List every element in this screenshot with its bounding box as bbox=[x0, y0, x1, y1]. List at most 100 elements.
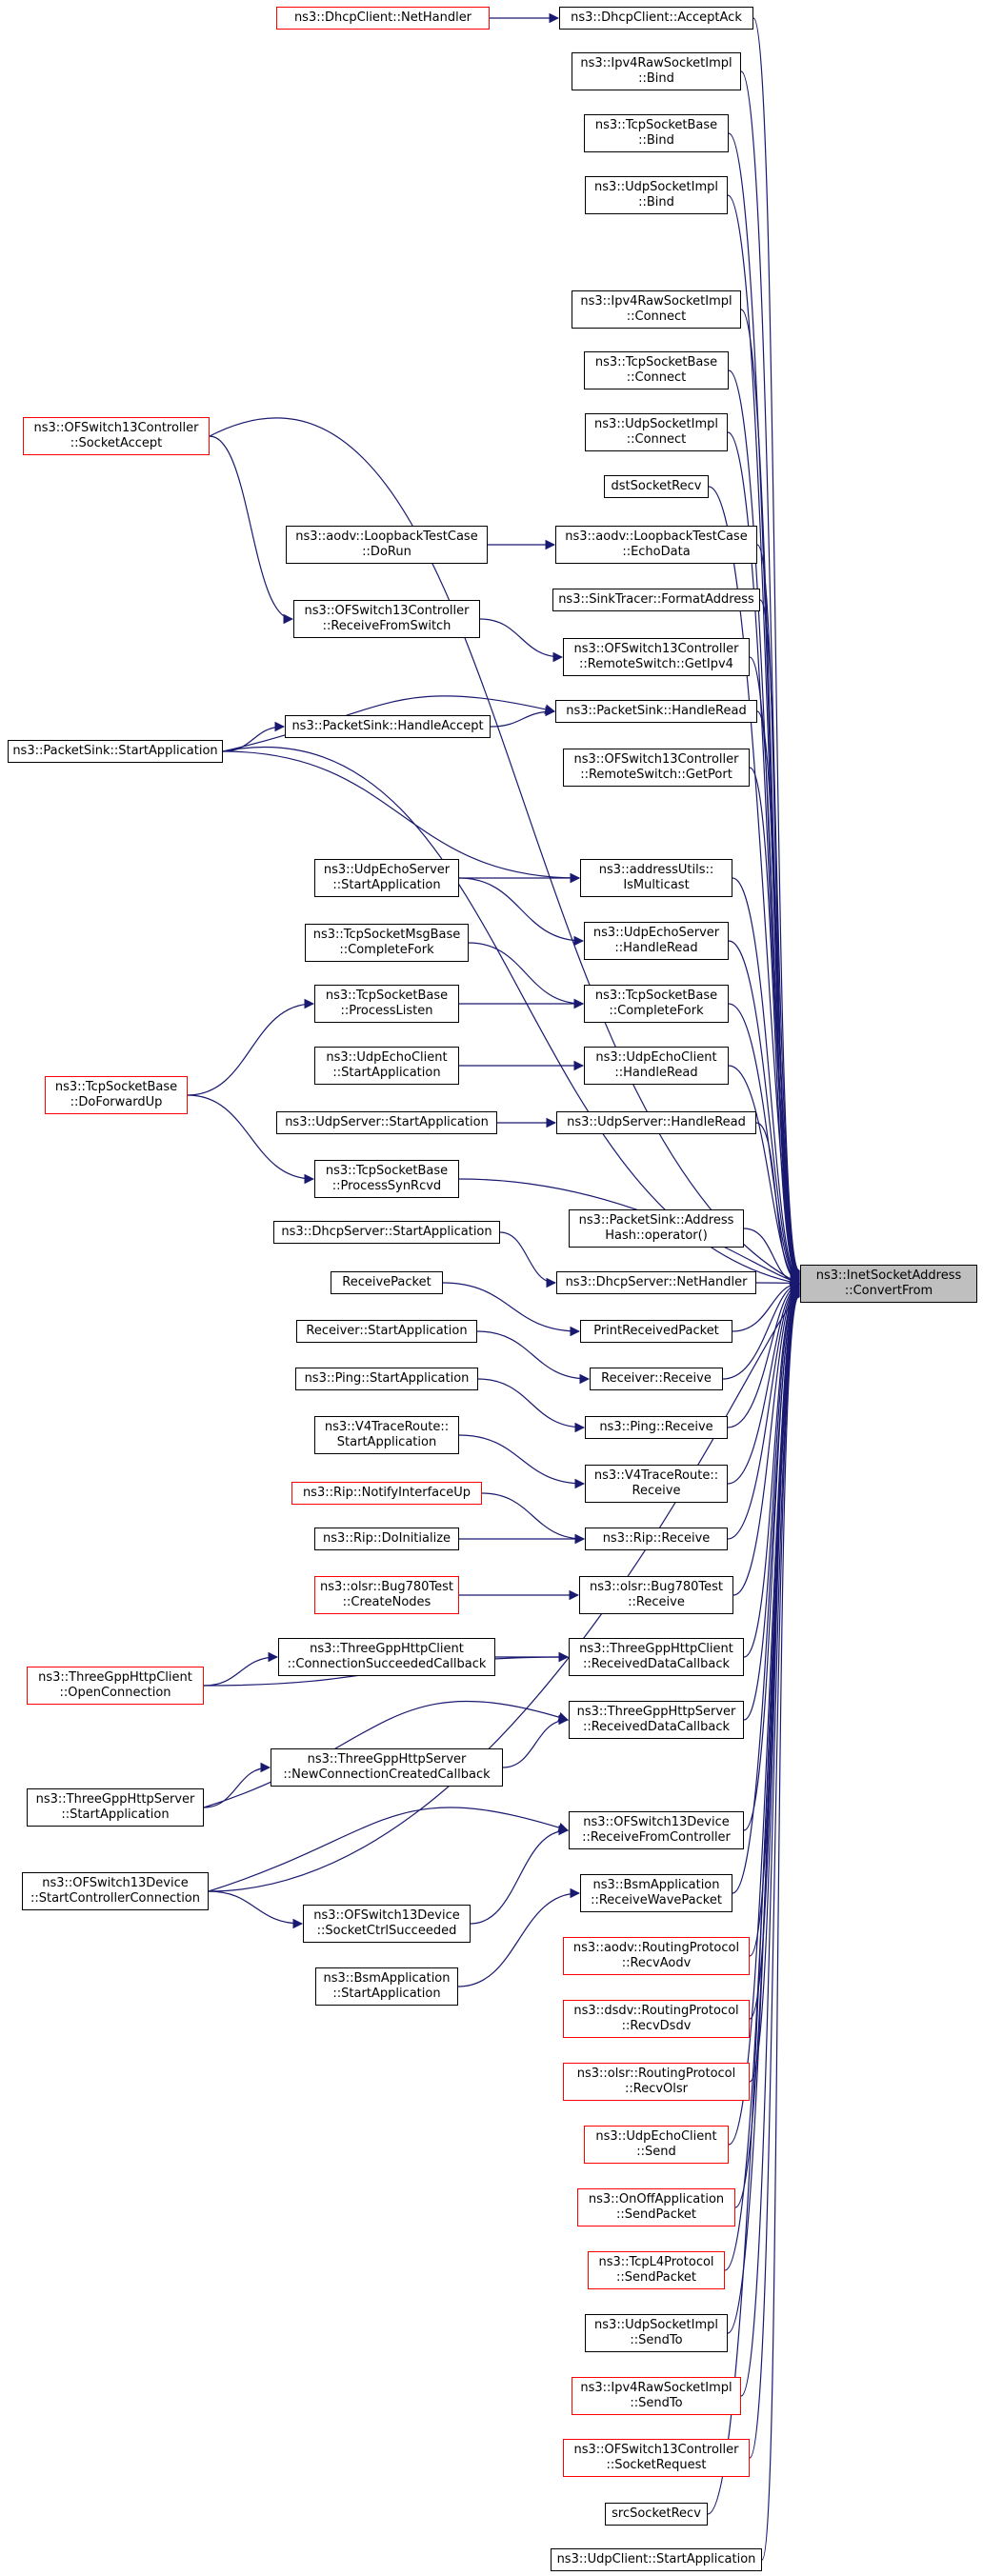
edge-to-target bbox=[761, 1291, 801, 2561]
node-label-line: ns3::TcpSocketBase bbox=[594, 118, 718, 132]
node-aodv-do-run[interactable]: ns3::aodv::LoopbackTestCase::DoRun bbox=[286, 526, 488, 564]
node-tcp-do-fwd-up[interactable]: ns3::TcpSocketBase::DoForwardUp bbox=[45, 1076, 188, 1114]
node-ofd-recv-from-ctrl[interactable]: ns3::OFSwitch13Device::ReceiveFromContro… bbox=[569, 1811, 744, 1849]
node-ping-receive[interactable]: ns3::Ping::Receive bbox=[585, 1416, 728, 1439]
node-ps-handle-accept[interactable]: ns3::PacketSink::HandleAccept bbox=[285, 715, 491, 738]
call-edge bbox=[208, 1807, 570, 1892]
node-udp-bind[interactable]: ns3::UdpSocketImpl::Bind bbox=[585, 176, 728, 214]
edge-to-target bbox=[727, 1280, 801, 1485]
node-tgc-open-conn[interactable]: ns3::ThreeGppHttpClient::OpenConnection bbox=[27, 1667, 204, 1705]
node-tgs-start[interactable]: ns3::ThreeGppHttpServer::StartApplicatio… bbox=[27, 1788, 204, 1827]
node-rip-do-init[interactable]: ns3::Rip::DoInitialize bbox=[314, 1528, 459, 1550]
node-label-line: ns3::InetSocketAddress bbox=[815, 1268, 962, 1283]
node-v4-start[interactable]: ns3::V4TraceRoute::StartApplication bbox=[314, 1416, 459, 1454]
node-dhcp-srv-start[interactable]: ns3::DhcpServer::StartApplication bbox=[273, 1221, 500, 1244]
node-sink-fmt[interactable]: ns3::SinkTracer::FormatAddress bbox=[552, 589, 760, 611]
node-label-line: ::RecvOlsr bbox=[624, 2082, 688, 2096]
node-udp-connect[interactable]: ns3::UdpSocketImpl::Connect bbox=[585, 413, 728, 451]
node-label-line: IsMulticast bbox=[623, 878, 690, 892]
node-tcp-bind[interactable]: ns3::TcpSocketBase::Bind bbox=[584, 114, 729, 152]
node-label-line: ::RemoteSwitch::GetPort bbox=[580, 768, 732, 782]
node-ofd-sock-ctrl[interactable]: ns3::OFSwitch13Device::SocketCtrlSucceed… bbox=[303, 1905, 471, 1943]
node-ping-start[interactable]: ns3::Ping::StartApplication bbox=[295, 1368, 478, 1390]
node-label-line: ns3::BsmApplication bbox=[323, 1971, 451, 1986]
edge-to-target bbox=[752, 17, 801, 1275]
node-label-line: ns3::OFSwitch13Device bbox=[42, 1876, 189, 1890]
node-print-recv[interactable]: PrintReceivedPacket bbox=[580, 1320, 732, 1343]
node-label-line: ::SendTo bbox=[630, 2396, 683, 2410]
node-tcp-complete-fork[interactable]: ns3::TcpSocketBase::CompleteFork bbox=[584, 985, 729, 1023]
node-is-multicast[interactable]: ns3::addressUtils::IsMulticast bbox=[580, 859, 732, 897]
node-rip-notify[interactable]: ns3::Rip::NotifyInterfaceUp bbox=[291, 1482, 482, 1505]
node-ofs-recv-from-sw[interactable]: ns3::OFSwitch13Controller::ReceiveFromSw… bbox=[293, 600, 480, 638]
node-uec-handle-read[interactable]: ns3::UdpEchoClient::HandleRead bbox=[584, 1047, 729, 1085]
node-bsm-recv-wave[interactable]: ns3::BsmApplication::ReceiveWavePacket bbox=[580, 1874, 732, 1912]
node-ps-start[interactable]: ns3::PacketSink::StartApplication bbox=[8, 740, 223, 763]
node-v4-receive[interactable]: ns3::V4TraceRoute::Receive bbox=[585, 1465, 728, 1503]
node-label-line: ::Connect bbox=[626, 432, 687, 447]
node-ofd-start-ctrl[interactable]: ns3::OFSwitch13Device::StartControllerCo… bbox=[22, 1872, 209, 1910]
node-tgs-recv-data[interactable]: ns3::ThreeGppHttpServer::ReceivedDataCal… bbox=[569, 1701, 744, 1739]
node-ofs-sock-accept[interactable]: ns3::OFSwitch13Controller::SocketAccept bbox=[23, 417, 210, 455]
node-uec-send[interactable]: ns3::UdpEchoClient::Send bbox=[584, 2126, 729, 2164]
node-recv-packet[interactable]: ReceivePacket bbox=[331, 1271, 443, 1294]
node-uec-start[interactable]: ns3::UdpEchoClient::StartApplication bbox=[314, 1047, 459, 1085]
node-ues-start[interactable]: ns3::UdpEchoServer::StartApplication bbox=[314, 859, 459, 897]
node-tgc-conn-succ[interactable]: ns3::ThreeGppHttpClient::ConnectionSucce… bbox=[278, 1638, 495, 1676]
node-udp-send-to[interactable]: ns3::UdpSocketImpl::SendTo bbox=[585, 2314, 728, 2352]
node-ipv4-connect[interactable]: ns3::Ipv4RawSocketImpl::Connect bbox=[572, 290, 741, 329]
node-uc-start[interactable]: ns3::UdpClient::StartApplication bbox=[551, 2548, 762, 2571]
node-bsm-start[interactable]: ns3::BsmApplication::StartApplication bbox=[315, 1967, 458, 2006]
node-label-line: ns3::UdpSocketImpl bbox=[594, 417, 718, 431]
node-dhcp-net-handler[interactable]: ns3::DhcpServer::NetHandler bbox=[556, 1271, 756, 1294]
node-label-line: ns3::TcpSocketMsgBase bbox=[312, 928, 461, 942]
node-ipv4-bind[interactable]: ns3::Ipv4RawSocketImpl::Bind bbox=[572, 52, 741, 90]
node-label-line: ns3::DhcpServer::StartApplication bbox=[281, 1225, 492, 1239]
node-label-line: ns3::ThreeGppHttpServer bbox=[35, 1792, 195, 1807]
node-label-line: ::Connect bbox=[626, 310, 687, 324]
node-recv-receive[interactable]: Receiver::Receive bbox=[590, 1368, 723, 1390]
node-ofs-get-port[interactable]: ns3::OFSwitch13Controller::RemoteSwitch:… bbox=[563, 749, 750, 787]
node-ps-handle-read[interactable]: ns3::PacketSink::HandleRead bbox=[555, 700, 757, 723]
node-aodv-recv[interactable]: ns3::aodv::RoutingProtocol::RecvAodv bbox=[563, 1937, 750, 1975]
node-tgc-recv-data[interactable]: ns3::ThreeGppHttpClient::ReceivedDataCal… bbox=[569, 1638, 744, 1676]
edge-to-target bbox=[724, 1288, 801, 2271]
node-us-handle-read[interactable]: ns3::UdpServer::HandleRead bbox=[556, 1111, 756, 1134]
node-dhcp-client-n-h[interactable]: ns3::DhcpClient::NetHandler bbox=[276, 7, 490, 30]
node-ofs-sock-req[interactable]: ns3::OFSwitch13Controller::SocketRequest bbox=[563, 2439, 750, 2477]
node-rip-receive[interactable]: ns3::Rip::Receive bbox=[585, 1528, 728, 1550]
node-src-recv[interactable]: srcSocketRecv bbox=[605, 2503, 708, 2526]
node-tgs-new-conn[interactable]: ns3::ThreeGppHttpServer::NewConnectionCr… bbox=[271, 1748, 503, 1787]
node-tcp-l4-send[interactable]: ns3::TcpL4Protocol::SendPacket bbox=[588, 2251, 725, 2289]
node-receiver-start[interactable]: Receiver::StartApplication bbox=[296, 1320, 477, 1343]
node-label-line: ns3::PacketSink::Address bbox=[578, 1213, 734, 1228]
node-label-line: ns3::ThreeGppHttpServer bbox=[307, 1752, 467, 1767]
node-tcp-connect[interactable]: ns3::TcpSocketBase::Connect bbox=[584, 351, 729, 389]
node-aodv-echo[interactable]: ns3::aodv::LoopbackTestCase::EchoData bbox=[555, 526, 757, 564]
node-tcp-msg-fork[interactable]: ns3::TcpSocketMsgBase::CompleteFork bbox=[305, 924, 469, 962]
node-label-line: ::ReceiveFromController bbox=[582, 1830, 731, 1845]
node-us-start[interactable]: ns3::UdpServer::StartApplication bbox=[276, 1111, 497, 1134]
node-ues-handle-read[interactable]: ns3::UdpEchoServer::HandleRead bbox=[584, 922, 729, 960]
node-olsr-create[interactable]: ns3::olsr::Bug780Test::CreateNodes bbox=[314, 1576, 459, 1614]
call-edge bbox=[209, 435, 294, 625]
node-dst-recv[interactable]: dstSocketRecv bbox=[604, 475, 709, 498]
node-ofs-get-ipv4[interactable]: ns3::OFSwitch13Controller::RemoteSwitch:… bbox=[563, 638, 750, 676]
node-label-line: ns3::UdpEchoClient bbox=[326, 1050, 448, 1065]
call-edge bbox=[187, 998, 315, 1096]
node-label-line: ns3::DhcpServer::NetHandler bbox=[565, 1275, 748, 1289]
node-olsr-receive[interactable]: ns3::olsr::Bug780Test::Receive bbox=[579, 1576, 733, 1614]
node-label-line: ns3::OFSwitch13Controller bbox=[573, 752, 739, 767]
node-ipv4-send-to[interactable]: ns3::Ipv4RawSocketImpl::SendTo bbox=[572, 2377, 741, 2415]
node-tcp-proc-listen[interactable]: ns3::TcpSocketBase::ProcessListen bbox=[314, 985, 459, 1023]
node-olsr-recv[interactable]: ns3::olsr::RoutingProtocol::RecvOlsr bbox=[563, 2063, 750, 2101]
node-label-line: ns3::DhcpClient::AcceptAck bbox=[571, 10, 742, 25]
node-tcp-proc-syn[interactable]: ns3::TcpSocketBase::ProcessSynRcvd bbox=[314, 1160, 459, 1198]
node-dhcp-accept[interactable]: ns3::DhcpClient::AcceptAck bbox=[559, 7, 753, 30]
node-onoff-send[interactable]: ns3::OnOffApplication::SendPacket bbox=[577, 2188, 735, 2227]
node-dsdv-recv[interactable]: ns3::dsdv::RoutingProtocol::RecvDsdv bbox=[563, 2000, 750, 2038]
node-label-line: ns3::UdpSocketImpl bbox=[594, 180, 718, 194]
node-label-line: ::Bind bbox=[638, 133, 674, 148]
